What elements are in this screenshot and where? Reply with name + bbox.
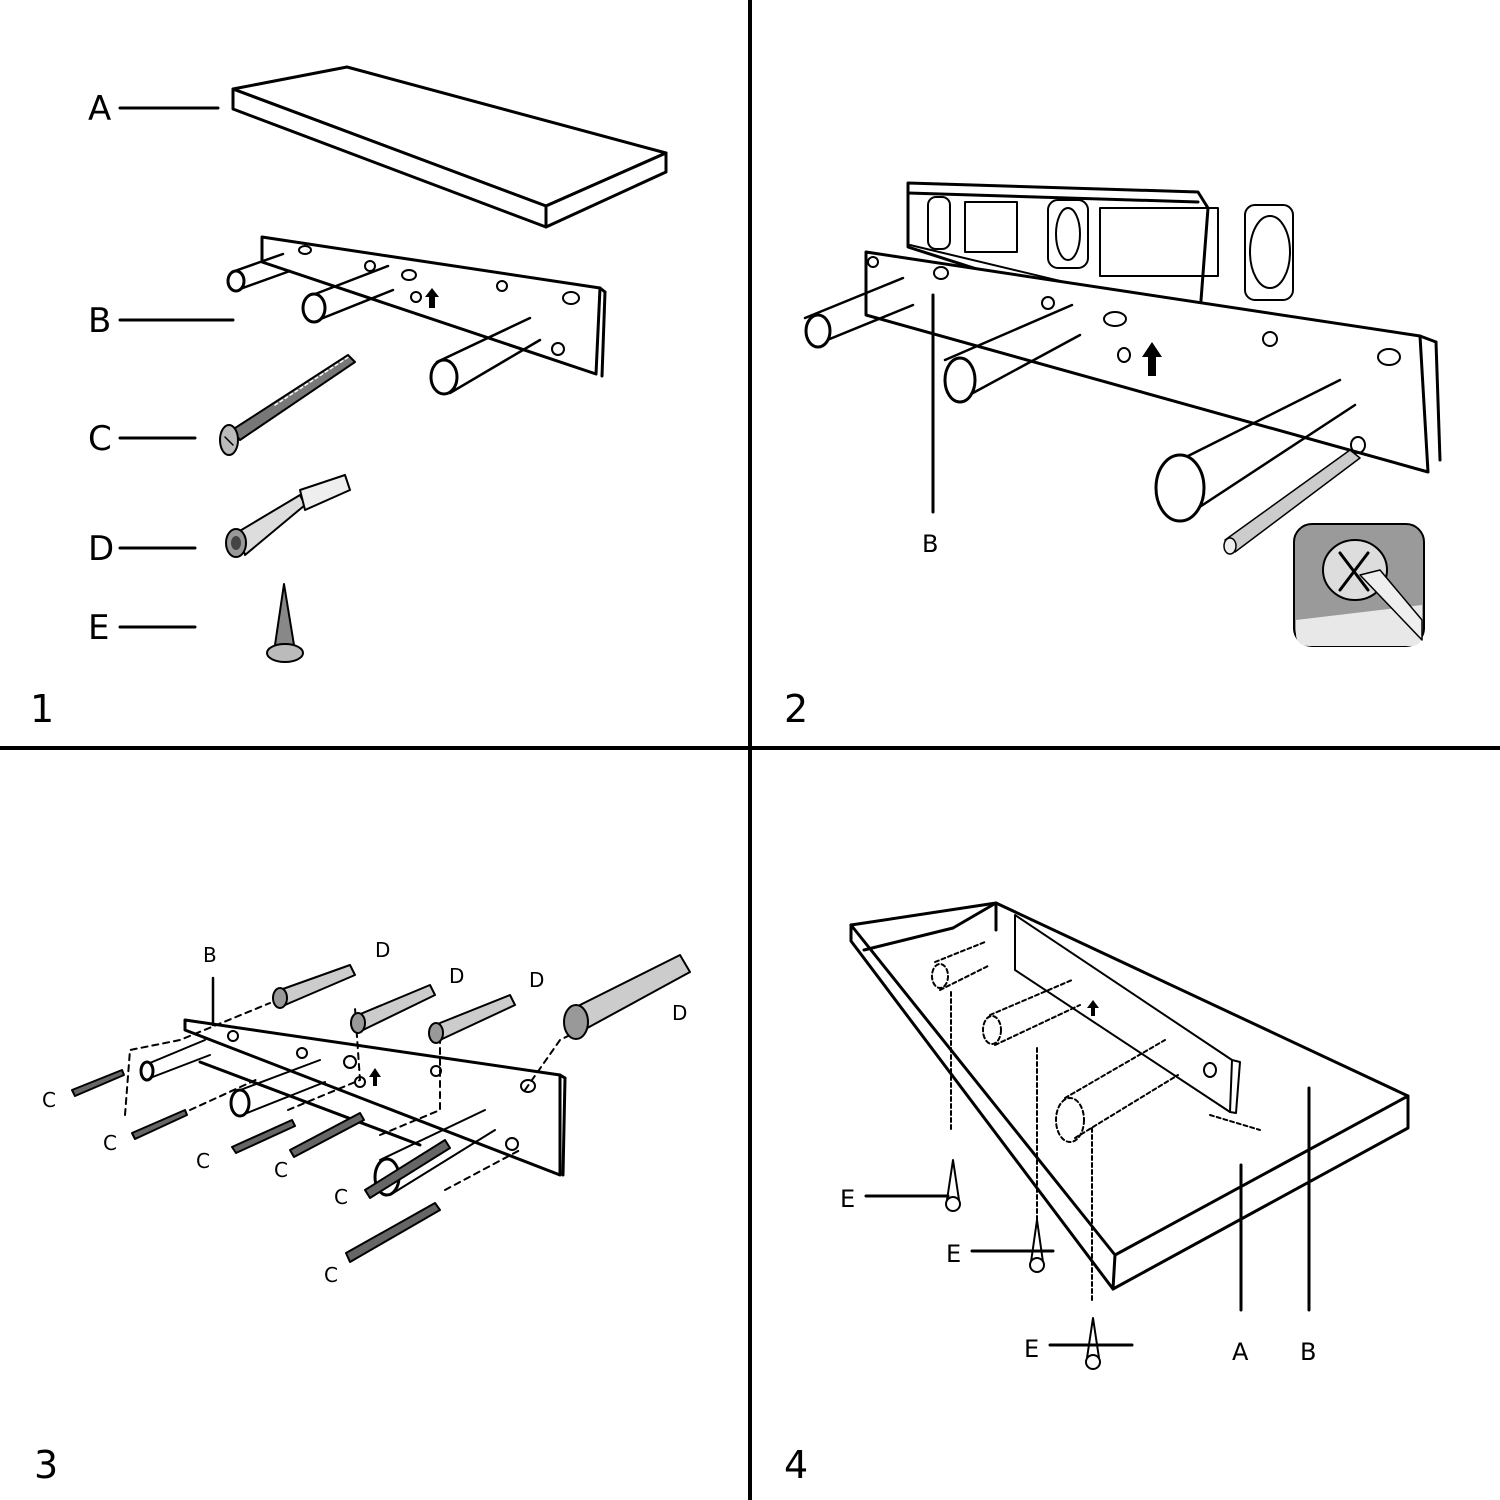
up-arrow-icon [425, 288, 439, 308]
step-number-4: 4 [784, 1443, 808, 1487]
screw-c [219, 354, 356, 456]
label-b: B [88, 301, 111, 341]
panel-4: E E E A B 4 [784, 901, 1410, 1487]
label-a: A [88, 89, 111, 129]
panel-3: B D D D D C C C C C C 3 [34, 938, 691, 1487]
label-e: E [840, 1185, 855, 1213]
label-e: E [946, 1240, 961, 1268]
panel-2: B 2 [784, 181, 1442, 731]
label-c: C [88, 419, 112, 459]
label-c: C [196, 1149, 210, 1173]
shelf-board-a [231, 65, 668, 229]
label-b: B [1300, 1338, 1316, 1366]
bracket-b [803, 250, 1442, 523]
step-number-3: 3 [34, 1443, 58, 1487]
label-c: C [324, 1263, 338, 1287]
label-d: D [529, 968, 544, 992]
up-arrow-icon [369, 1068, 381, 1086]
label-b: B [922, 530, 938, 558]
inset-mark-detail [1293, 523, 1425, 647]
rods-hidden [931, 941, 1261, 1301]
label-a: A [1232, 1338, 1249, 1366]
label-c: C [334, 1185, 348, 1209]
screws-c [71, 1069, 451, 1263]
pencil-icon [1223, 449, 1361, 555]
label-d: D [672, 1001, 687, 1025]
bracket-b-hidden [1014, 914, 1241, 1114]
label-c: C [42, 1088, 56, 1112]
up-arrow-icon [1142, 342, 1162, 376]
label-e: E [1024, 1335, 1039, 1363]
anchors-d [272, 954, 691, 1044]
step-number-2: 2 [784, 687, 808, 731]
step-number-1: 1 [30, 687, 54, 731]
panel-1: A B [30, 65, 668, 731]
label-e: E [88, 608, 109, 648]
screw-e [266, 583, 304, 663]
label-d: D [375, 938, 390, 962]
label-d: D [449, 964, 464, 988]
anchor-d [225, 474, 351, 558]
label-c: C [103, 1131, 117, 1155]
label-d: D [88, 529, 114, 569]
up-arrow-icon [1087, 1000, 1099, 1016]
shelf-a-underside [849, 901, 1410, 1291]
label-b: B [203, 943, 217, 967]
bracket-b [226, 235, 607, 396]
label-c: C [274, 1158, 288, 1182]
